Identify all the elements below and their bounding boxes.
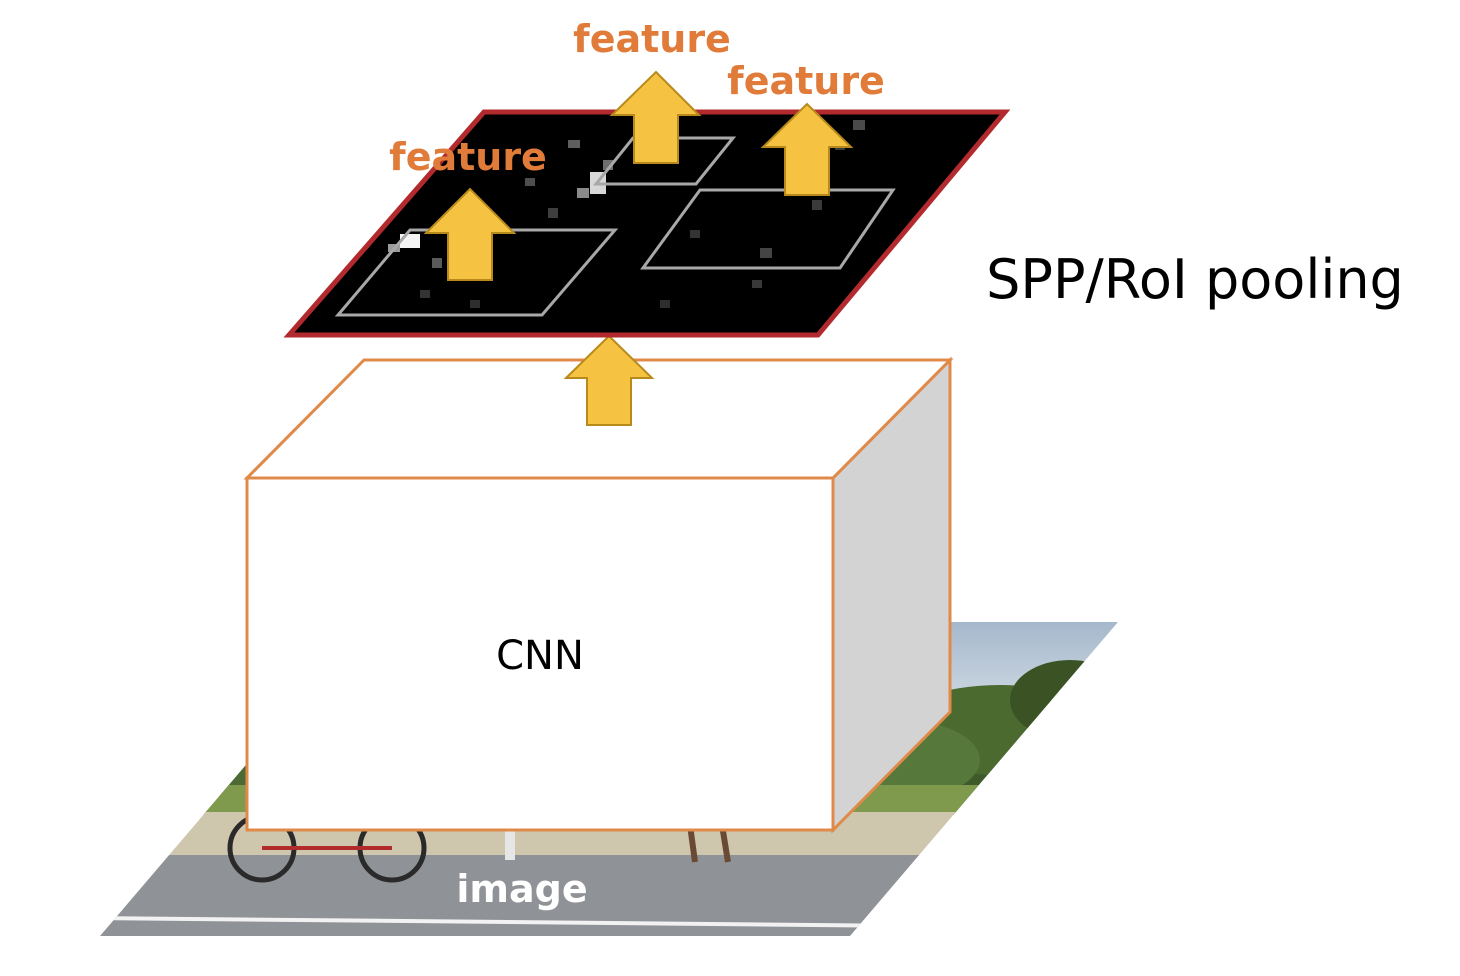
up-arrow-icon <box>760 102 854 196</box>
up-arrow-icon <box>563 334 655 426</box>
pooling-label: SPP/RoI pooling <box>986 248 1404 311</box>
up-arrow-icon <box>609 70 702 164</box>
cnn-label: CNN <box>496 633 584 679</box>
feature-label-middle: feature <box>573 17 731 61</box>
feature-label-right: feature <box>727 59 885 103</box>
roi-box-middle <box>592 136 737 186</box>
cnn-block <box>243 356 954 834</box>
roi-box-left <box>334 228 619 317</box>
image-label: image <box>456 867 587 911</box>
up-arrow-icon <box>423 187 517 281</box>
roi-box-right <box>640 188 896 270</box>
feature-label-left: feature <box>389 135 547 179</box>
